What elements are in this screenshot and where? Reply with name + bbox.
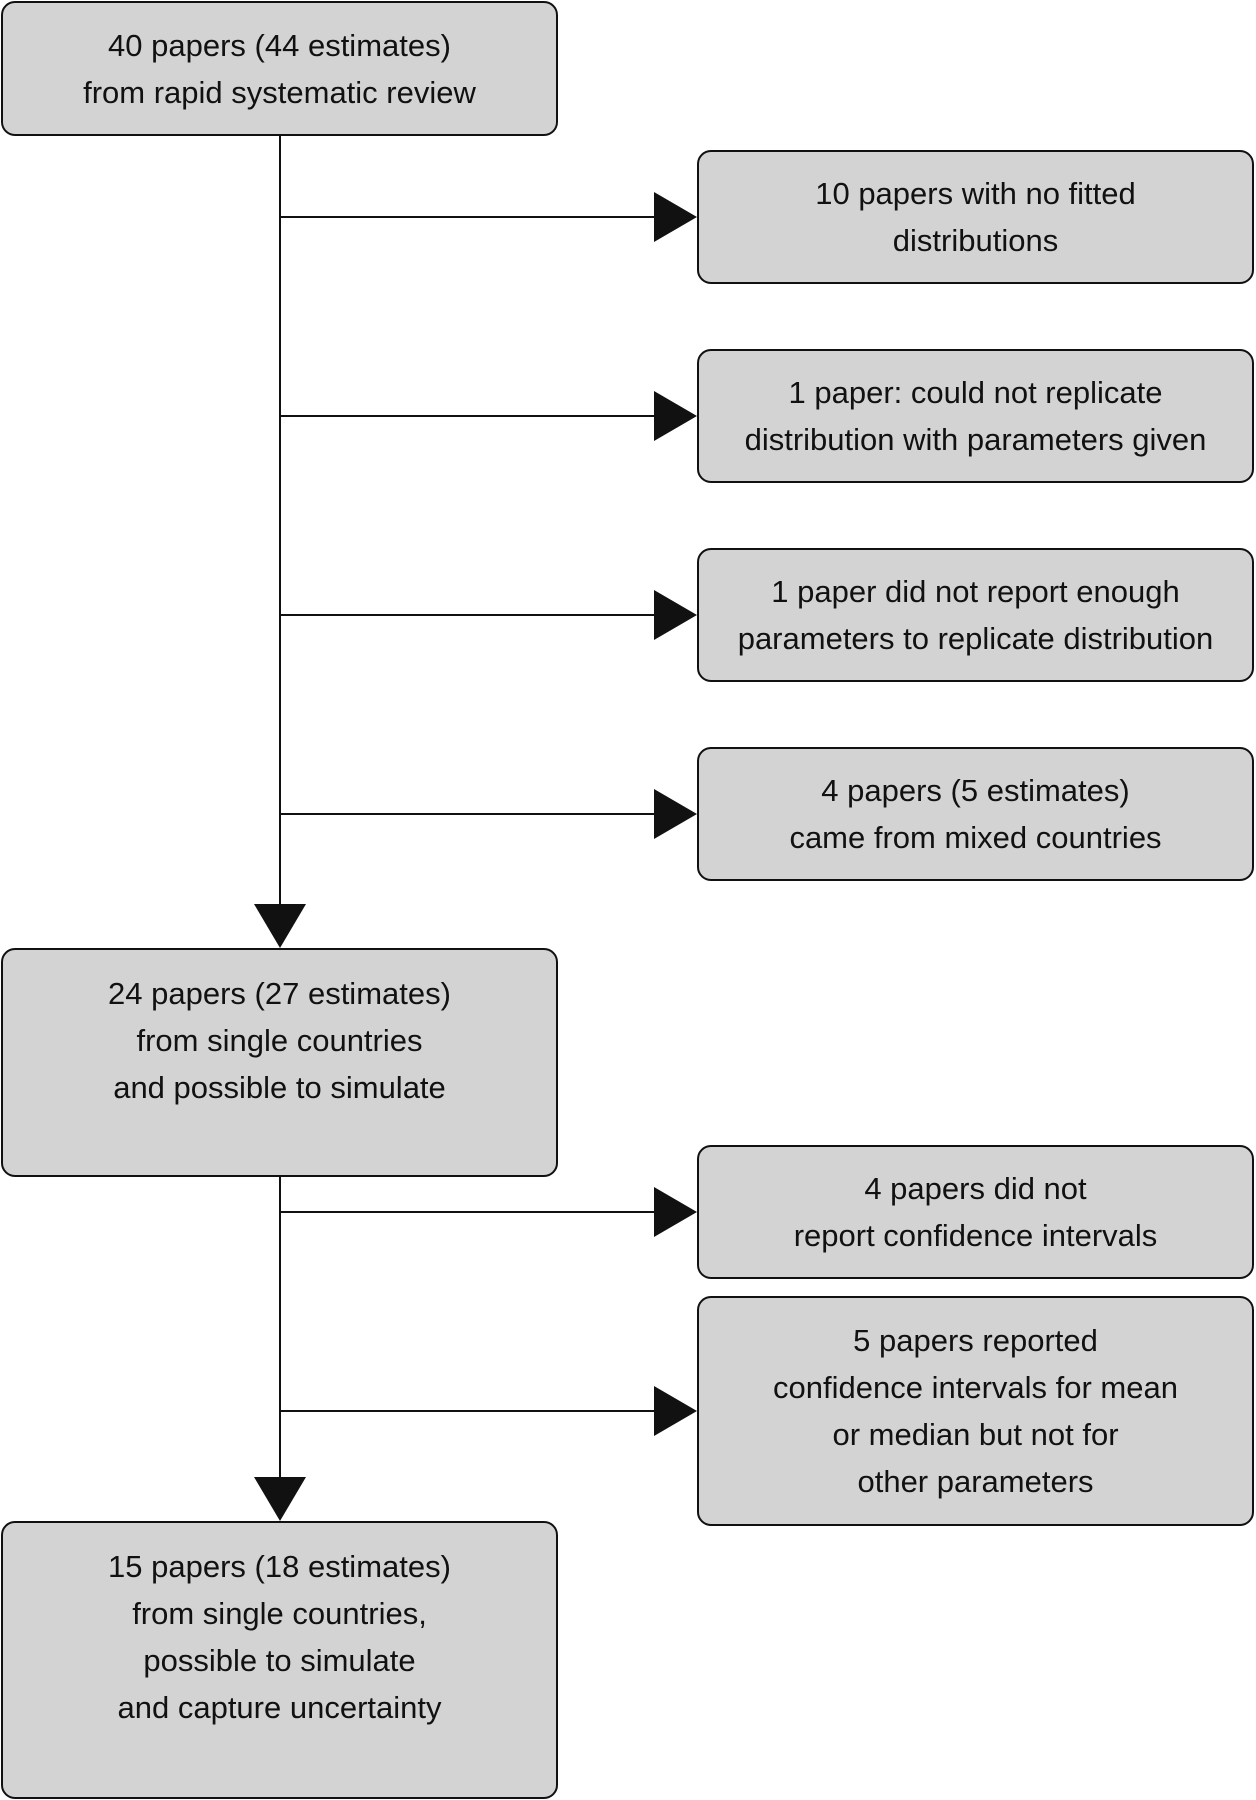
exclusion-5-line-2: report confidence intervals bbox=[793, 1218, 1158, 1253]
exclusion-box-4: 4 papers (5 estimates) came from mixed c… bbox=[697, 747, 1254, 881]
intermediate-box: 24 papers (27 estimates) from single cou… bbox=[1, 948, 558, 1177]
arrowhead-right-2 bbox=[654, 391, 697, 441]
exclusion-2-line-1: 1 paper: could not replicate bbox=[788, 375, 1163, 410]
final-line-4: and capture uncertainty bbox=[117, 1690, 442, 1725]
intermediate-line-1: 24 papers (27 estimates) bbox=[108, 976, 451, 1011]
exclusion-1-line-2: distributions bbox=[892, 223, 1059, 258]
exclusion-6-line-3: or median but not for bbox=[832, 1417, 1119, 1452]
exclusion-box-1: 10 papers with no fitted distributions bbox=[697, 150, 1254, 284]
exclusion-6-line-2: confidence intervals for mean bbox=[773, 1370, 1178, 1405]
final-line-1: 15 papers (18 estimates) bbox=[108, 1549, 451, 1584]
exclusion-box-6: 5 papers reported confidence intervals f… bbox=[697, 1296, 1254, 1526]
exclusion-3-line-1: 1 paper did not report enough bbox=[771, 574, 1180, 609]
start-box: 40 papers (44 estimates) from rapid syst… bbox=[1, 1, 558, 136]
final-line-3: possible to simulate bbox=[143, 1643, 416, 1678]
exclusion-3-line-2: parameters to replicate distribution bbox=[737, 621, 1214, 656]
intermediate-line-2: from single countries bbox=[136, 1023, 423, 1058]
exclusion-box-2: 1 paper: could not replicate distributio… bbox=[697, 349, 1254, 483]
start-line-2: from rapid systematic review bbox=[83, 74, 476, 110]
final-line-2: from single countries, bbox=[132, 1596, 427, 1631]
exclusion-6-line-4: other parameters bbox=[857, 1464, 1094, 1499]
arrowhead-down-2 bbox=[254, 1477, 306, 1521]
exclusion-1-line-1: 10 papers with no fitted bbox=[815, 176, 1136, 211]
arrowhead-right-4 bbox=[654, 789, 697, 839]
start-line-1: 40 papers (44 estimates) bbox=[108, 27, 451, 63]
exclusion-4-line-1: 4 papers (5 estimates) bbox=[821, 773, 1130, 808]
exclusion-box-5: 4 papers did not report confidence inter… bbox=[697, 1145, 1254, 1279]
arrowhead-right-5 bbox=[654, 1187, 697, 1237]
exclusion-box-3: 1 paper did not report enough parameters… bbox=[697, 548, 1254, 682]
final-box: 15 papers (18 estimates) from single cou… bbox=[1, 1521, 558, 1799]
exclusion-5-line-1: 4 papers did not bbox=[864, 1171, 1087, 1206]
arrowhead-right-3 bbox=[654, 590, 697, 640]
exclusion-4-line-2: came from mixed countries bbox=[789, 820, 1162, 855]
intermediate-line-3: and possible to simulate bbox=[113, 1070, 446, 1105]
exclusion-2-line-2: distribution with parameters given bbox=[744, 422, 1207, 457]
exclusion-6-line-1: 5 papers reported bbox=[853, 1323, 1098, 1358]
arrowhead-right-6 bbox=[654, 1386, 697, 1436]
arrowhead-right-1 bbox=[654, 192, 697, 242]
arrowhead-down-1 bbox=[254, 904, 306, 948]
